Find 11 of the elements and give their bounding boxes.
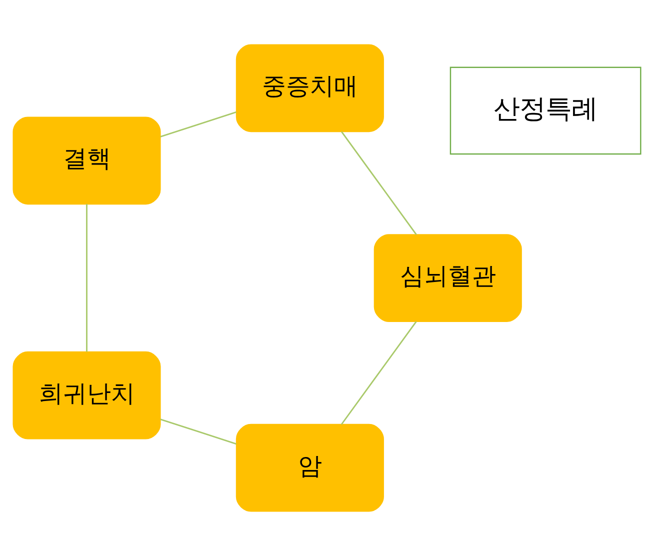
node-box: 산정특례: [450, 66, 642, 154]
connector: [160, 110, 237, 137]
node-box: 결핵: [12, 116, 161, 204]
node-box: 희귀난치: [12, 350, 161, 439]
connector: [340, 320, 417, 424]
connector: [341, 130, 417, 235]
connector: [160, 418, 236, 444]
connector: [86, 204, 88, 352]
node-box: 중증치매: [236, 44, 384, 132]
node-box: 심뇌혈관: [374, 234, 522, 322]
node-box: 암: [236, 423, 384, 512]
